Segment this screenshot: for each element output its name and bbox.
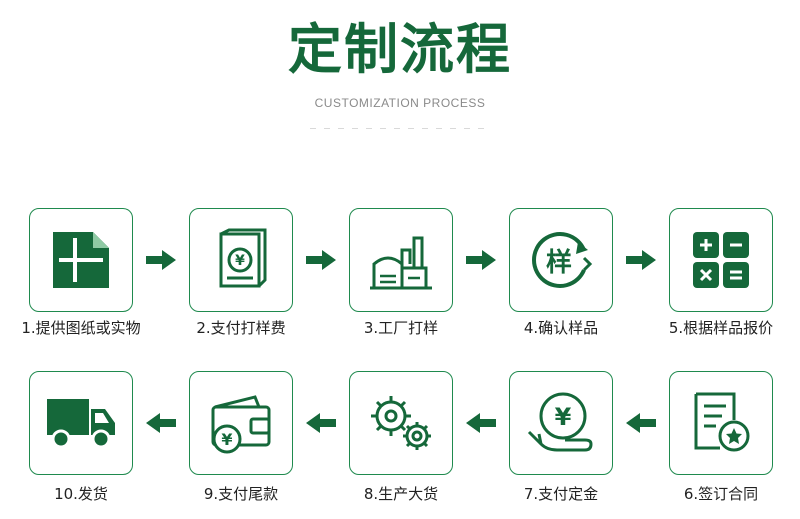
step-5-label: 5.根据样品报价 [668, 319, 774, 337]
step-10-label: 10.发货 [54, 485, 108, 503]
svg-text:¥: ¥ [235, 253, 245, 269]
decorative-divider [310, 128, 490, 129]
step-4-label: 4.确认样品 [523, 319, 599, 337]
step-8-label: 8.生产大货 [363, 485, 439, 503]
arrow-right-icon [306, 250, 336, 270]
contract-icon [694, 392, 750, 452]
step-2-card: ¥ [189, 208, 293, 312]
payment-box-icon: ¥ [219, 228, 267, 288]
arrow-right-icon [146, 250, 176, 270]
step-10-card [29, 371, 133, 475]
step-9-label: 9.支付尾款 [203, 485, 279, 503]
wallet-icon: ¥ [211, 395, 271, 454]
step-9-card: ¥ [189, 371, 293, 475]
step-1-label: 1.提供图纸或实物 [21, 319, 141, 337]
step-8-card [349, 371, 453, 475]
step-3-card [349, 208, 453, 312]
confirm-sample-icon: 样 [532, 232, 593, 288]
arrow-left-icon [466, 413, 496, 433]
page-title: 定制流程 [0, 18, 800, 82]
step-6-label: 6.签订合同 [683, 485, 759, 503]
step-7-card: ¥ [509, 371, 613, 475]
svg-text:样: 样 [546, 247, 572, 278]
step-3-label: 3.工厂打样 [363, 319, 439, 337]
arrow-left-icon [626, 413, 656, 433]
factory-icon [370, 236, 432, 290]
arrow-left-icon [146, 413, 176, 433]
deposit-hand-icon: ¥ [527, 392, 593, 452]
step-4-card: 样 [509, 208, 613, 312]
step-7-label: 7.支付定金 [523, 485, 599, 503]
page-subtitle: CUSTOMIZATION PROCESS [314, 96, 486, 110]
svg-text:¥: ¥ [555, 403, 572, 431]
arrow-left-icon [306, 413, 336, 433]
calculator-icon [693, 232, 749, 288]
blueprint-icon [53, 232, 109, 288]
step-2-label: 2.支付打样费 [196, 319, 286, 337]
step-6-card [669, 371, 773, 475]
step-1-card [29, 208, 133, 312]
arrow-right-icon [626, 250, 656, 270]
arrow-right-icon [466, 250, 496, 270]
page-title-text: 定制流程 [288, 18, 512, 81]
step-5-card [669, 208, 773, 312]
svg-text:¥: ¥ [221, 430, 232, 449]
truck-icon [47, 399, 115, 449]
gears-icon [371, 396, 431, 450]
